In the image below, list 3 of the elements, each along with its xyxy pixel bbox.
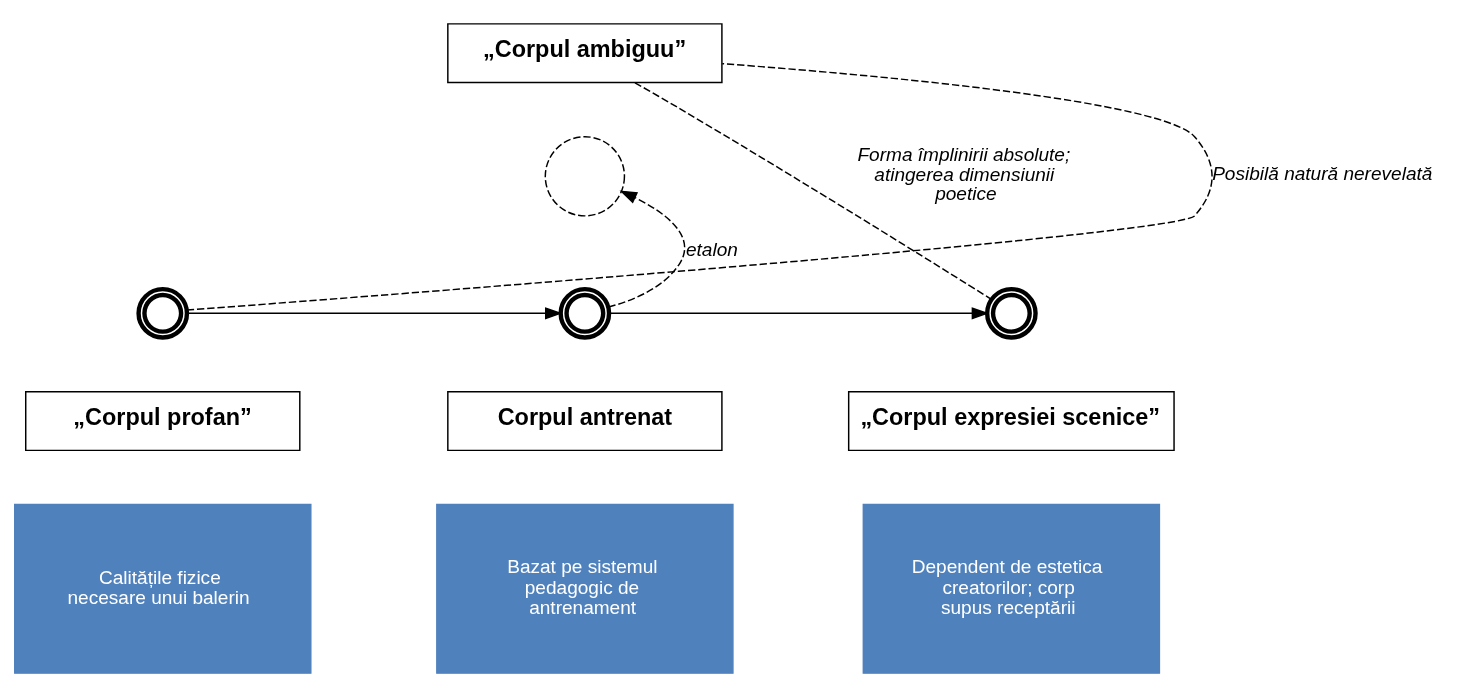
edge-label: etalon (686, 239, 738, 261)
edge-label: Forma împlinirii absolute; atingerea dimensiunii poetice (857, 144, 1071, 204)
edge-label: Posibilă natură nerevelată (1212, 162, 1433, 184)
